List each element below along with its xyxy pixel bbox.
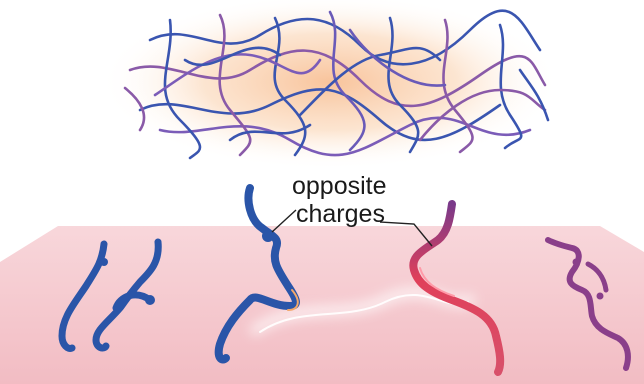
annotation-line-2: charges [296,200,385,228]
charged-surface [0,226,644,384]
chain-bead [573,259,580,266]
annotation-line-1: opposite [292,172,387,200]
surface-plane [0,226,644,384]
polymer-network [100,0,560,170]
annotation-label: opposite charges [292,172,387,228]
chain-bead [597,293,604,300]
chain-bead [100,258,108,266]
